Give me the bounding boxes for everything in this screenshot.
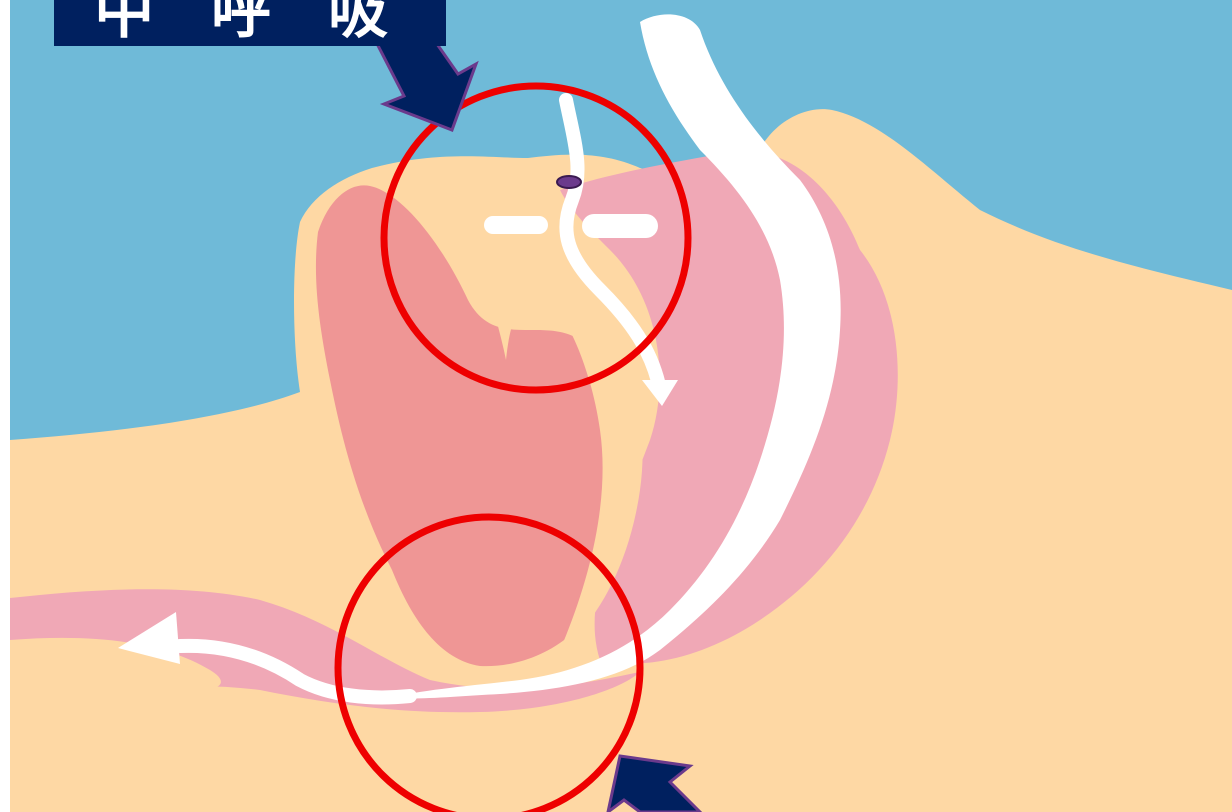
nasal-stripe-left: [484, 216, 548, 234]
nostril-marker: [557, 176, 581, 188]
breathing-label-box: 中 呼 吸: [54, 0, 446, 46]
left-border: [0, 0, 10, 812]
breathing-label: 中 呼 吸: [54, 0, 446, 42]
nasal-stripe-right: [582, 214, 658, 238]
